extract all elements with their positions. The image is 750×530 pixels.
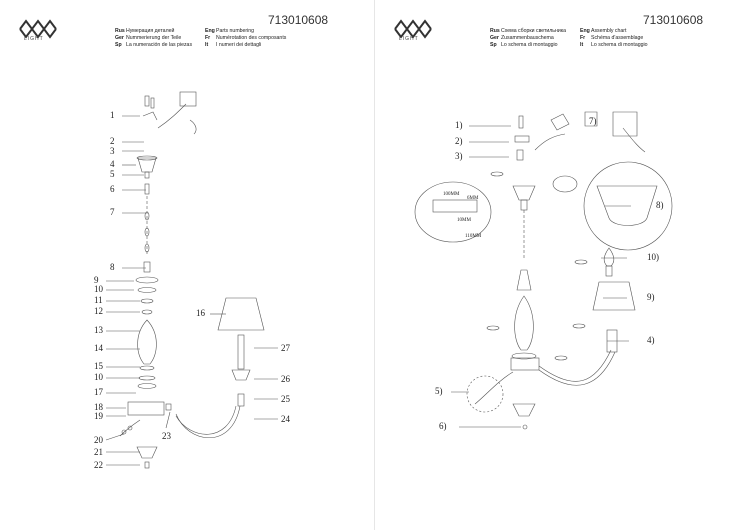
- part-number: 21: [94, 447, 103, 457]
- part-number: 10: [94, 284, 103, 294]
- part-number: 11: [94, 295, 103, 305]
- part-number: 23: [162, 431, 171, 441]
- parts-numbering-sheet: LIGHT 713010608 RusНумерация деталей Eng…: [19, 13, 329, 470]
- article-number: 713010608: [268, 13, 329, 27]
- brand-logo-text: LIGHT: [399, 36, 419, 42]
- part-number: 12: [94, 306, 103, 316]
- legend-table: RusНумерация деталей EngParts numbering …: [115, 28, 287, 48]
- part-number: 8: [110, 262, 115, 272]
- assembly-drawing: [414, 111, 673, 430]
- step-number: 7): [589, 116, 597, 126]
- part-number: 9: [94, 275, 99, 285]
- brand-logo-text: LIGHT: [24, 36, 44, 42]
- step-number: 4): [647, 335, 655, 345]
- part-number: 5: [110, 169, 115, 179]
- part-number: 7: [110, 207, 115, 217]
- step-number: 10): [647, 252, 659, 262]
- part-number: 10: [94, 372, 103, 382]
- part-number: 27: [281, 343, 290, 353]
- part-number: 22: [94, 460, 103, 470]
- part-number: 6: [110, 184, 115, 194]
- step-number: 2): [455, 136, 463, 146]
- part-number: 3: [110, 146, 115, 156]
- step-number: 1): [455, 120, 463, 130]
- part-number: 20: [94, 435, 103, 445]
- part-number: 15: [94, 361, 103, 371]
- dimension-label: 10MM: [457, 218, 471, 223]
- dimension-label: 110MM: [465, 234, 482, 239]
- part-number: 14: [94, 343, 103, 353]
- part-number: 18: [94, 402, 103, 412]
- page-divider: [374, 0, 375, 530]
- step-number: 9): [647, 292, 655, 302]
- part-number: 26: [281, 374, 290, 384]
- part-number: 13: [94, 325, 103, 335]
- exploded-parts-drawing: [105, 91, 278, 469]
- part-number: 1: [110, 110, 115, 120]
- step-number: 3): [455, 151, 463, 161]
- part-number: 4: [110, 159, 115, 169]
- part-number: 17: [94, 387, 103, 397]
- part-number: 16: [196, 308, 205, 318]
- brand-logo-icon: [19, 19, 57, 39]
- part-number: 25: [281, 394, 290, 404]
- dimension-label: 6MM: [467, 196, 479, 201]
- assembly-chart-sheet: LIGHT 713010608 RusСхема сборки светильн…: [375, 0, 750, 530]
- part-number: 19: [94, 411, 103, 421]
- step-number: 5): [435, 386, 443, 396]
- part-number: 2: [110, 136, 115, 146]
- brand-logo-icon: [394, 19, 432, 39]
- dimension-label: 100MM: [443, 192, 460, 197]
- legend-table: RusСхема сборки светильника EngAssembly …: [490, 28, 648, 48]
- part-number: 24: [281, 414, 290, 424]
- article-number: 713010608: [643, 13, 704, 27]
- step-number: 6): [439, 421, 447, 431]
- step-number: 8): [656, 200, 664, 210]
